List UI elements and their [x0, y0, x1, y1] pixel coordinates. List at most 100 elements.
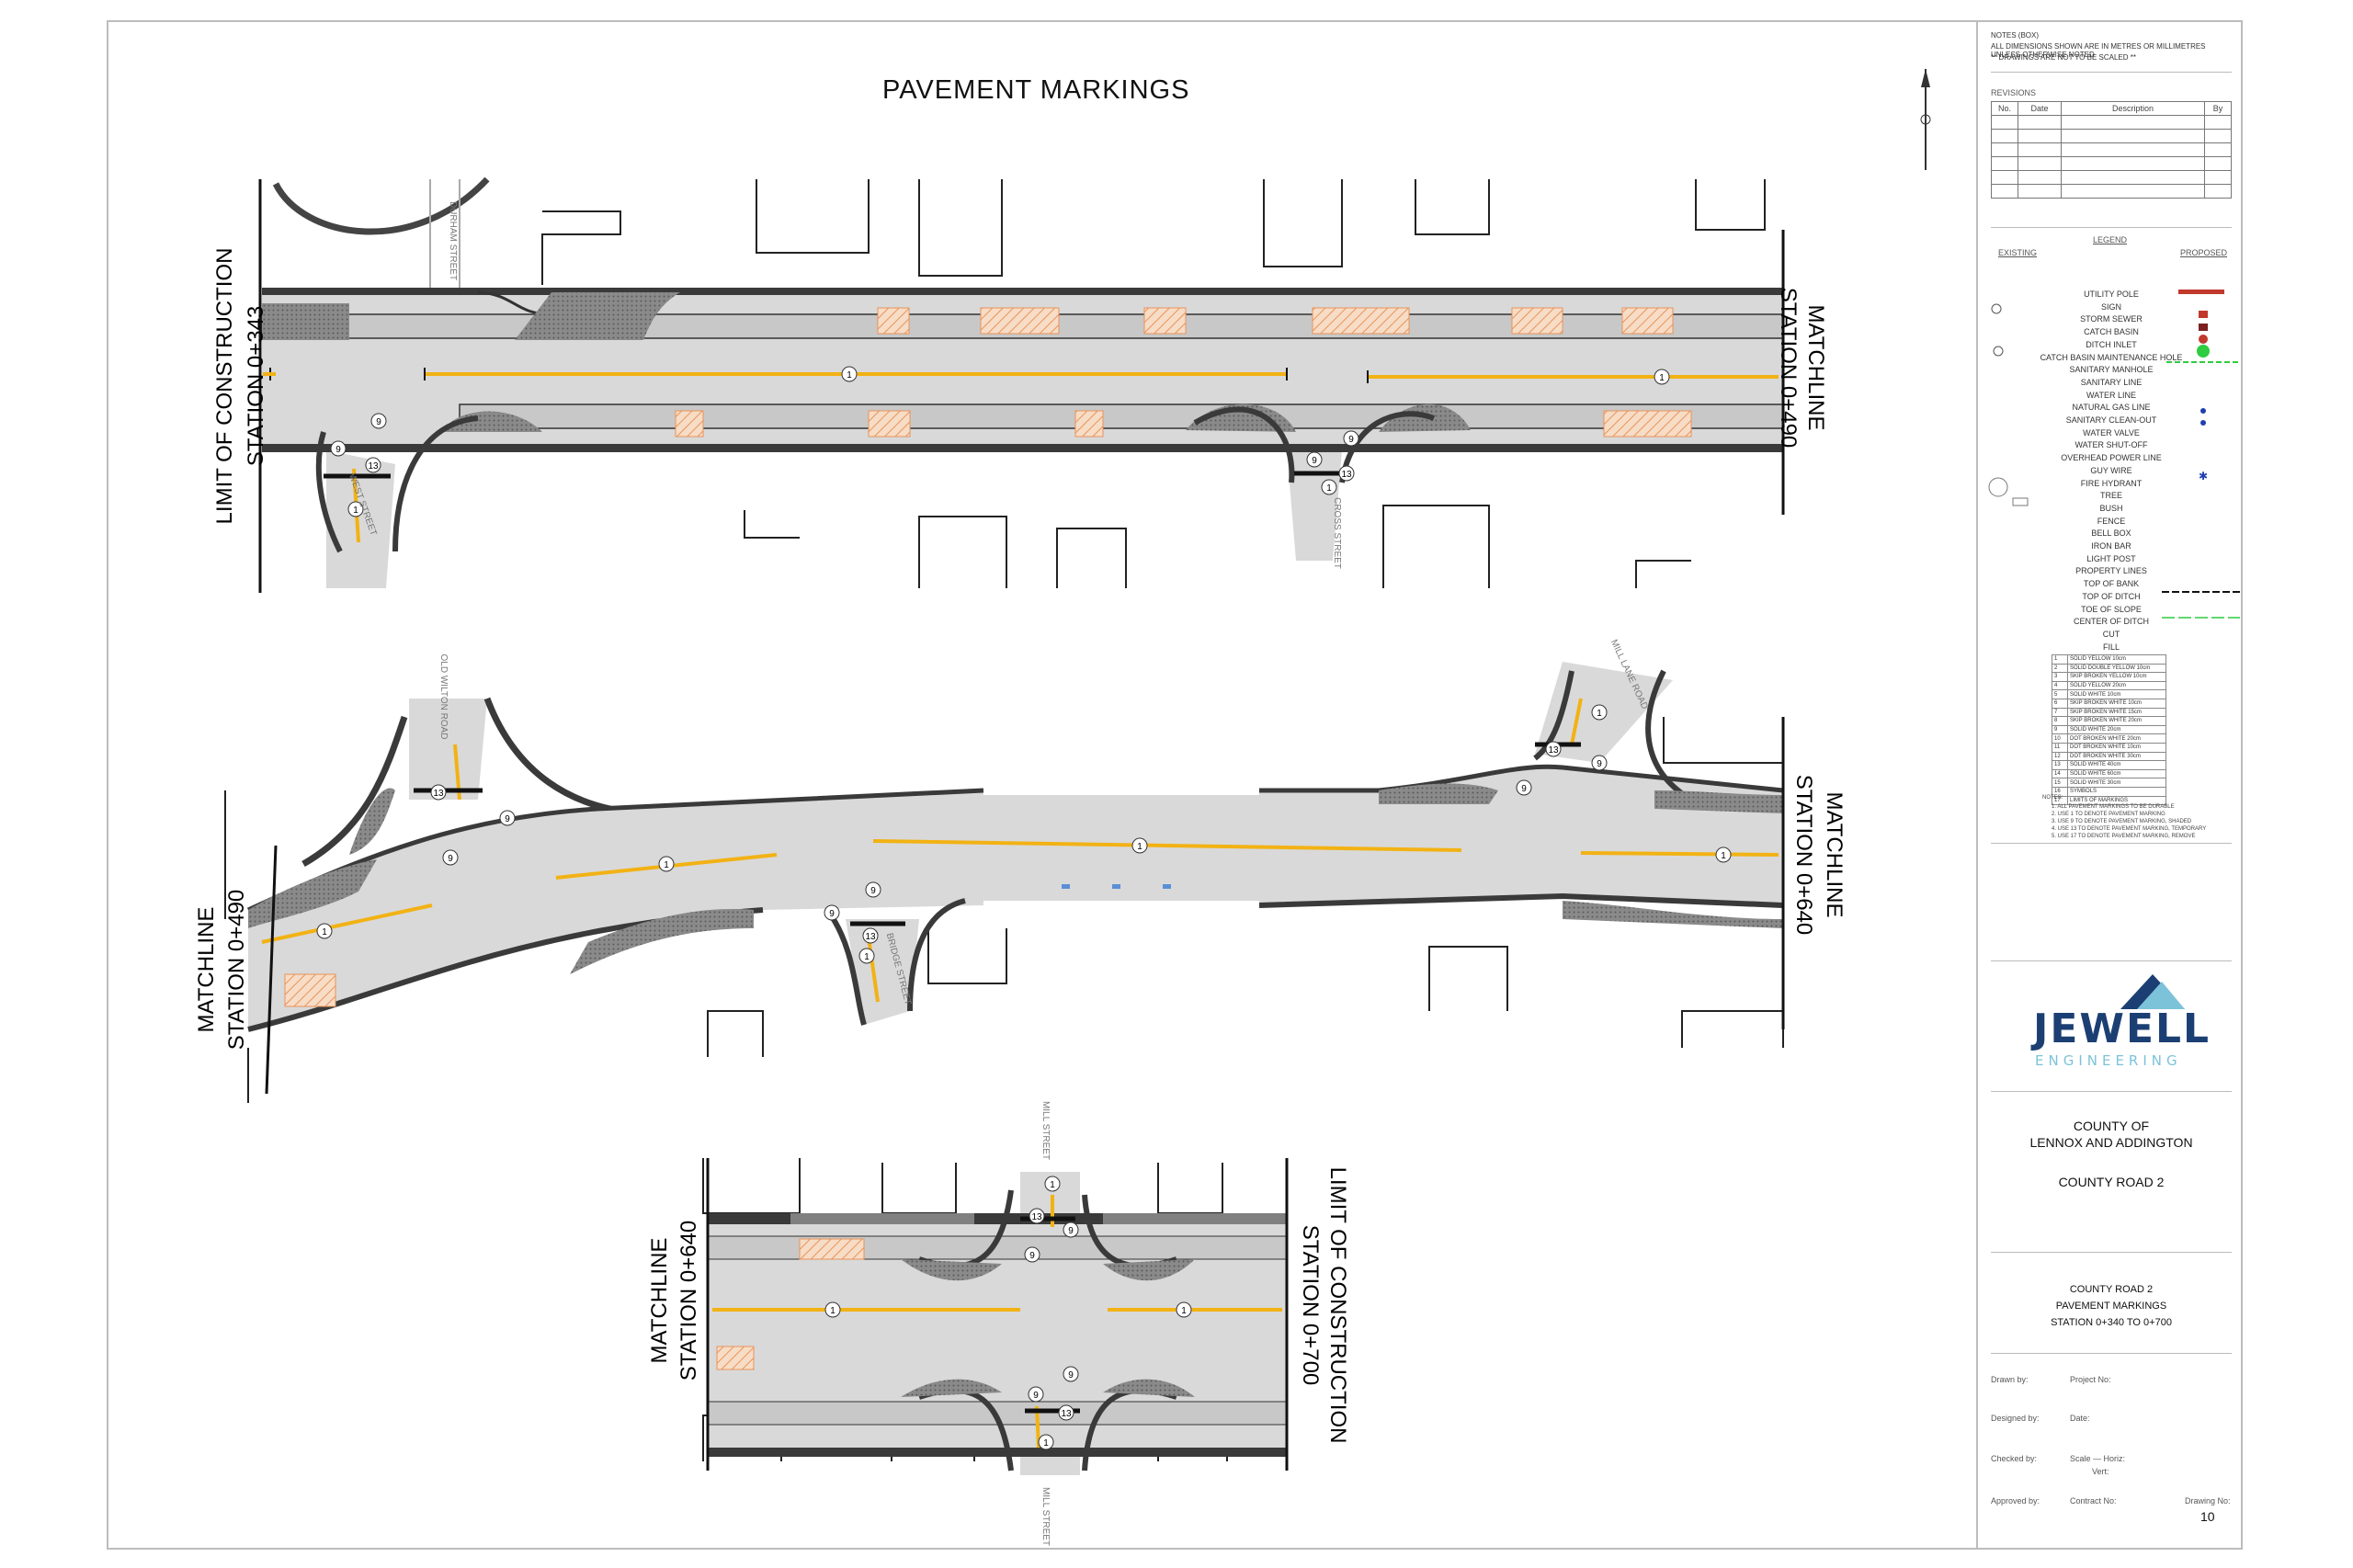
legend-item: TOE OF SLOPE [2081, 604, 2142, 614]
svg-text:13: 13 [368, 461, 379, 472]
project-name: COUNTY ROAD 2 [2058, 1175, 2165, 1189]
marking-type-description: SKIP BROKEN YELLOW 10cm [2067, 672, 2166, 682]
manhole-existing-icon [1993, 346, 2004, 357]
svg-text:9: 9 [870, 886, 876, 896]
legend-item: WATER VALVE [2083, 427, 2140, 437]
marking-type-description: SOLID WHITE 20cm [2067, 724, 2166, 735]
legend-item: IRON BAR [2091, 541, 2131, 551]
marking-type-number: 3 [2052, 672, 2068, 682]
marking-callouts-2: 13 9 9 1 1 1 1 9 9 13 1 13 9 9 1 [316, 704, 1732, 964]
marking-type-description: SOLID WHITE 10cm [2067, 689, 2166, 699]
marking-type-number: 8 [2052, 716, 2068, 726]
svg-text:9: 9 [1068, 1226, 1074, 1236]
legend-item: SANITARY MANHOLE [2069, 365, 2154, 375]
svg-text:9: 9 [1068, 1370, 1074, 1381]
legend-item: CATCH BASIN MAINTENANCE HOLE [2040, 352, 2183, 362]
marking-type-number: 12 [2052, 751, 2068, 762]
marking-type-number: 13 [2052, 760, 2068, 770]
svg-text:9: 9 [1033, 1391, 1039, 1401]
notes-line-1: ALL DIMENSIONS SHOWN ARE IN METRES OR MI… [1991, 42, 2206, 59]
contract-no-label: Contract No: [2070, 1496, 2117, 1506]
svg-text:1: 1 [322, 927, 327, 937]
legend-item: BUSH [2099, 503, 2123, 513]
legend-item: STORM SEWER [2080, 314, 2143, 324]
limit-label-3a: LIMIT OF CONSTRUCTION [1325, 1167, 1350, 1444]
svg-text:9: 9 [1521, 784, 1527, 794]
svg-text:9: 9 [1312, 456, 1317, 466]
marking-type-description: SOLID YELLOW 10cm [2067, 654, 2166, 665]
legend-item: WATER LINE [2086, 390, 2136, 400]
company-subname: ENGINEERING [2035, 1052, 2182, 1069]
svg-text:9: 9 [1597, 759, 1602, 769]
matchline-label-1b: STATION 0+490 [1776, 288, 1801, 449]
marking-type-description: SOLID WHITE 30cm [2067, 778, 2166, 788]
scale-horiz-label: Scale — Horiz: [2070, 1454, 2126, 1463]
marking-note: 4. USE 13 TO DENOTE PAVEMENT MARKING, TE… [2052, 826, 2207, 832]
marking-type-description: LIMITS OF MARKINGS [2067, 795, 2166, 806]
fire-hydrant-icon: ✱ [2199, 470, 2208, 483]
plan-view-3: 1 13 9 9 1 1 9 9 13 1 MATCHLINE STATION … [647, 1101, 1350, 1546]
marking-type-description: SOLID WHITE 40cm [2067, 760, 2166, 770]
marking-type-description: DOT BROKEN WHITE 30cm [2067, 751, 2166, 762]
marking-type-description: DOT BROKEN WHITE 10cm [2067, 742, 2166, 753]
marking-type-number: 6 [2052, 698, 2068, 709]
client-line-2: LENNOX AND ADDINGTON [2029, 1135, 2193, 1150]
revisions-label: REVISIONS [1991, 88, 2037, 97]
legend-item: TOP OF DITCH [2082, 591, 2141, 601]
svg-text:9: 9 [448, 854, 453, 864]
svg-text:9: 9 [376, 417, 381, 427]
street-label-cross: CROSS STREET [1332, 497, 1342, 569]
plan-view-1: 1 1 9 9 13 1 9 9 13 1 LIMIT OF CONSTRUCT… [212, 176, 1828, 593]
legend-item: DITCH INLET [2086, 339, 2137, 349]
project-no-label: Project No: [2070, 1375, 2111, 1384]
legend-item: SANITARY CLEAN-OUT [2065, 415, 2157, 425]
approved-by-label: Approved by: [1991, 1496, 2040, 1506]
legend-proposed: PROPOSED [2180, 248, 2228, 257]
ditch-inlet-icon [2199, 324, 2208, 331]
date-label: Date: [2070, 1414, 2090, 1423]
svg-text:13: 13 [1061, 1409, 1072, 1419]
legend-item: NATURAL GAS LINE [2072, 403, 2151, 413]
drawing-number: 10 [2200, 1509, 2215, 1524]
svg-text:1: 1 [353, 506, 358, 516]
rev-col-date: Date [2018, 101, 2062, 116]
marking-type-description: SKIP BROKEN WHITE 20cm [2067, 716, 2166, 726]
svg-text:9: 9 [1348, 435, 1354, 445]
legend-existing: EXISTING [1998, 248, 2038, 257]
marking-type-description: SKIP BROKEN WHITE 10cm [2067, 698, 2166, 709]
marking-notes-header: NOTES: [2042, 795, 2063, 801]
marking-type-number: 15 [2052, 778, 2068, 788]
marking-type-description: SOLID YELLOW 20cm [2067, 680, 2166, 691]
svg-text:1: 1 [1721, 851, 1726, 861]
matchline-label-2b: STATION 0+490 [224, 890, 249, 1051]
legend-item: LIGHT POST [2086, 553, 2136, 563]
svg-text:13: 13 [433, 789, 444, 799]
marking-type-number: 11 [2052, 742, 2068, 753]
sign-icon [1991, 303, 2002, 314]
svg-text:1: 1 [1137, 842, 1142, 852]
marking-type-description: DOT BROKEN WHITE 20cm [2067, 733, 2166, 744]
drawing-title-3: STATION 0+340 TO 0+700 [2051, 1317, 2172, 1328]
matchline-label-1a: MATCHLINE [1803, 305, 1828, 431]
svg-text:1: 1 [830, 1306, 835, 1316]
marking-type-number: 4 [2052, 680, 2068, 691]
tree-icon [1988, 477, 2008, 497]
svg-text:1: 1 [1659, 373, 1665, 383]
designed-by-label: Designed by: [1991, 1414, 2040, 1423]
drawing-title-1: COUNTY ROAD 2 [2069, 1284, 2154, 1295]
marking-note: 2. USE 1 TO DENOTE PAVEMENT MARKING [2052, 812, 2165, 817]
street-label-old-wilton: OLD WILTON ROAD [438, 654, 449, 740]
rev-col-description: Description [2061, 101, 2205, 116]
marking-type-number: 9 [2052, 724, 2068, 735]
checked-by-label: Checked by: [1991, 1454, 2038, 1463]
marking-note: 3. USE 9 TO DENOTE PAVEMENT MARKING, SHA… [2052, 819, 2192, 824]
